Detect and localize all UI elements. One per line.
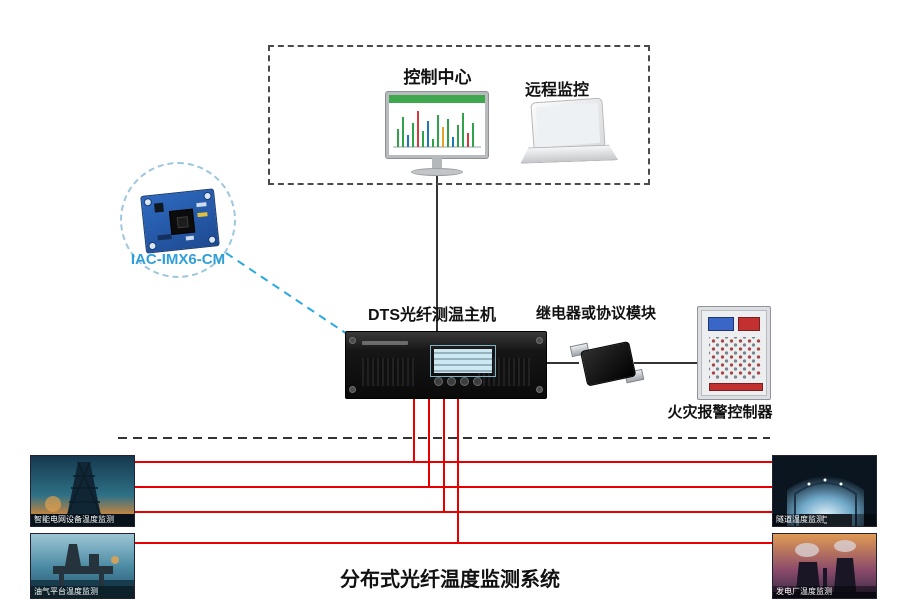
rack-screw [349,386,356,393]
diagram-title: 分布式光纤温度监测系统 [340,569,560,591]
rack-screw [349,337,356,344]
site-caption: 智能电网设备温度监测 [31,514,134,526]
board-component [185,235,195,241]
relay-module-device [569,337,645,390]
dts-button [447,377,456,386]
fire-panel-face [701,310,767,396]
dts-button [434,377,443,386]
embedded-board-label: IAC-IMX6-CM [130,251,226,268]
site-photo-oil-gas-platform: 油气平台温度监测 [30,533,135,599]
remote-monitoring-laptop [520,97,618,164]
rack-screw [536,337,543,344]
board-component [154,202,164,213]
board-hole [207,235,217,245]
board-link-line-group [225,252,354,339]
control-center-monitor [386,92,488,176]
board-component [196,202,207,208]
dts-button [473,377,482,386]
relay-module-label: 继电器或协议模块 [536,305,657,322]
oil-gas-platform-graphic [31,534,134,598]
fire-panel-button-grid [709,337,761,379]
fire-panel-led-block [738,317,760,331]
site-photo-smart-grid: 智能电网设备温度监测 [30,455,135,527]
laptop-keyboard-base [520,144,618,163]
board-hole [143,197,153,207]
board-to-host-line [225,252,354,339]
site-photo-power-plant: 发电厂温度监测 [772,533,877,599]
monitor-stand-neck [432,158,442,168]
power-plant-graphic [773,534,876,598]
dts-lcd-display [430,345,496,377]
embedded-board [140,188,220,254]
board-main-chip [168,208,196,235]
monitor-screen [386,92,488,158]
rack-screw [536,386,543,393]
dts-button [460,377,469,386]
fire-alarm-controller-label: 火灾报警控制器 [667,404,773,421]
dts-panel-text-line [362,341,408,345]
chip-core [176,216,189,229]
board-component [157,233,172,241]
dts-vent-left [362,358,414,386]
fire-panel-red-strip [709,383,763,391]
monitor-stand-base [411,168,463,176]
board-dashed-circle [120,162,236,278]
site-photo-tunnel: 隧道温度监测 [772,455,877,527]
site-caption: 隧道温度监测 [773,514,876,526]
laptop-screen [535,102,601,148]
dts-host-device [345,331,547,399]
remote-monitoring-label: 远程监控 [524,82,589,99]
fire-alarm-controller-device [697,306,771,400]
site-caption: 发电厂温度监测 [773,586,876,598]
control-center-enclosure [268,45,650,185]
board-hole [203,191,212,201]
board-hole [148,241,157,251]
smart-grid-graphic [31,456,134,526]
site-caption: 油气平台温度监测 [31,586,134,598]
fire-panel-lcd [708,317,734,331]
tunnel-graphic [773,456,876,526]
laptop-lid [530,97,606,153]
board-component [197,212,208,218]
control-center-label: 控制中心 [403,68,472,87]
dts-host-label: DTS光纤测温主机 [368,307,497,324]
monitor-chart-graphic [389,95,485,155]
